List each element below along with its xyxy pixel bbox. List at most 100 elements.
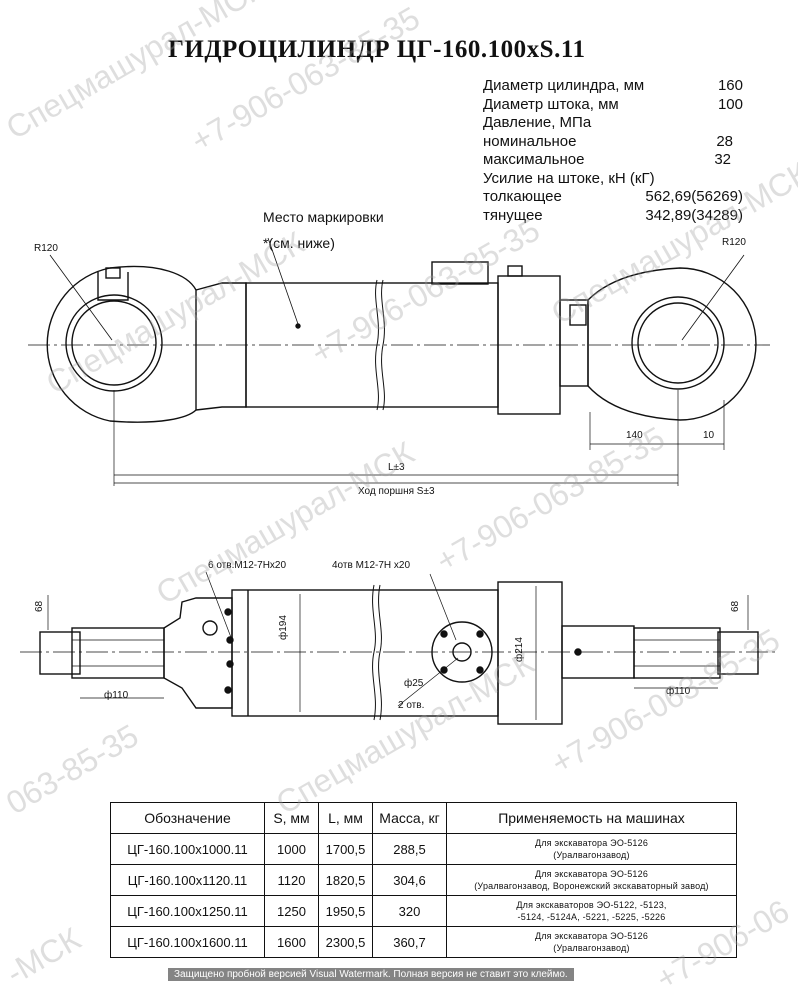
- right-eye-bore: [631, 296, 725, 390]
- thread-hole: [476, 666, 484, 674]
- left-mount: [163, 597, 233, 709]
- left-grease-nipple: [97, 272, 129, 301]
- spec-row: Давление, МПа: [483, 114, 773, 133]
- table-row: ЦГ-160.100x1120.11 1120 1820,5 304,6 Для…: [110, 864, 737, 896]
- cell-mass: 288,5: [372, 833, 447, 865]
- rod-nut: [569, 304, 587, 326]
- cell-application: Для экскаватора ЭО-5126(Уралвагонзавод, …: [446, 864, 737, 896]
- spec-value: 160: [717, 77, 743, 94]
- cell-designation: ЦГ-160.100x1120.11: [110, 864, 265, 896]
- table-row: ЦГ-160.100x1600.11 1600 2300,5 360,7 Для…: [110, 926, 737, 958]
- cell-l: 1950,5: [318, 895, 373, 927]
- dim-25: ф25: [404, 678, 424, 689]
- r-leader-left: [49, 254, 113, 341]
- spec-value: 32: [714, 151, 731, 168]
- port-hole: [452, 642, 472, 662]
- app-line: Для экскаватора ЭО-5126: [534, 838, 649, 848]
- thread-hole: [224, 686, 232, 694]
- bottom-view: [20, 571, 778, 725]
- spec-label: номинальное: [483, 132, 577, 150]
- marking-note-ref: *(см. ниже): [263, 235, 335, 251]
- app-line: Для экскаватора ЭО-5126: [534, 869, 649, 879]
- mount-hole: [202, 620, 218, 636]
- left-neck: [195, 282, 247, 411]
- cell-s: 1120: [264, 864, 319, 896]
- cylinder-tube-side: [231, 589, 499, 717]
- cell-application: Для экскаватора ЭО-5126 (Уралвагонзавод): [446, 926, 737, 958]
- spec-label: Диаметр штока, мм: [483, 95, 619, 113]
- cylinder-head-side: [497, 581, 563, 725]
- hole-leader: [397, 657, 459, 707]
- cell-designation: ЦГ-160.100x1600.11: [110, 926, 265, 958]
- top-port: [431, 261, 489, 285]
- right-eye-housing: [587, 267, 757, 421]
- dim-68-left: 68: [34, 600, 45, 612]
- marking-dot: [295, 323, 301, 329]
- left-eye-bearing: [71, 300, 157, 386]
- spec-row: Диаметр цилиндра, мм 160: [483, 77, 773, 96]
- col-header: S, мм: [264, 802, 319, 834]
- top-view: [28, 237, 770, 486]
- right-bore: [633, 627, 721, 679]
- app-line: Для экскаватора ЭО-5126: [534, 931, 649, 941]
- col-header: Обозначение: [110, 802, 265, 834]
- spec-row: Усилие на штоке, кН (кГ): [483, 170, 773, 189]
- marking-leader: [267, 237, 299, 325]
- app-line: (Уралвагонзавод): [553, 943, 630, 953]
- app-line: Для экскаваторов ЭО-5122, -5123,: [516, 900, 667, 910]
- spec-value: 562,69(56269): [645, 188, 743, 205]
- dim-214: ф214: [514, 637, 525, 662]
- holes-2-label: 2 отв.: [398, 700, 425, 711]
- app-line: -5124, -5124А, -5221, -5225, -5226: [517, 912, 666, 922]
- thread-hole: [440, 630, 448, 638]
- specs-block: Диаметр цилиндра, мм 160 Диаметр штока, м…: [483, 77, 773, 225]
- cell-s: 1600: [264, 926, 319, 958]
- spec-row: Диаметр штока, мм 100: [483, 96, 773, 115]
- left-eye-housing: [46, 265, 197, 423]
- radius-label-right: R120: [722, 237, 746, 248]
- spec-row: максимальное 32: [483, 151, 773, 170]
- right-bushing: [717, 631, 759, 675]
- cell-l: 1820,5: [318, 864, 373, 896]
- cell-l: 1700,5: [318, 833, 373, 865]
- dim-140: 140: [626, 430, 643, 441]
- table-row: ЦГ-160.100x1000.11 1000 1700,5 288,5 Для…: [110, 833, 737, 865]
- cell-designation: ЦГ-160.100x1000.11: [110, 833, 265, 865]
- holes-leader: [205, 571, 233, 641]
- col-header: Масса, кг: [372, 802, 447, 834]
- cell-mass: 360,7: [372, 926, 447, 958]
- piston-rod-top: [559, 299, 589, 387]
- variants-table: Обозначение S, мм L, мм Масса, кг Примен…: [110, 802, 737, 958]
- spec-label: Усилие на штоке, кН (кГ): [483, 169, 655, 187]
- col-header: L, мм: [318, 802, 373, 834]
- break-line: [378, 584, 382, 721]
- break-line: [372, 584, 376, 721]
- spec-label: максимальное: [483, 151, 585, 168]
- break-line: [375, 279, 379, 411]
- cell-designation: ЦГ-160.100x1250.11: [110, 895, 265, 927]
- cell-application: Для экскаваторов ЭО-5122, -5123, -5124, -…: [446, 895, 737, 927]
- cell-s: 1250: [264, 895, 319, 927]
- thread-hole: [476, 630, 484, 638]
- spec-label: Давление, МПа: [483, 114, 592, 131]
- spec-value: 100: [717, 95, 743, 113]
- dim-68-right: 68: [730, 600, 741, 612]
- dim-length: L±3: [388, 462, 405, 473]
- left-bore: [71, 627, 165, 679]
- col-header: Применяемость на машинах: [446, 802, 737, 834]
- left-bushing: [39, 631, 81, 675]
- dim-stroke: Ход поршня S±3: [358, 486, 435, 497]
- cell-l: 2300,5: [318, 926, 373, 958]
- dim-110-right: ф110: [666, 686, 691, 697]
- thread-hole: [440, 666, 448, 674]
- spec-label: толкающее: [483, 188, 562, 205]
- right-eye-bearing: [637, 302, 719, 384]
- trial-watermark-note: Защищено пробной версией Visual Watermar…: [168, 968, 574, 981]
- left-eye-bore: [65, 294, 163, 392]
- spec-label: Диаметр цилиндра, мм: [483, 77, 645, 94]
- holes-leader: [429, 573, 457, 641]
- spec-value: 342,89(34289): [645, 206, 743, 224]
- drawing-title: ГИДРОЦИЛИНДР ЦГ-160.100xS.11: [168, 36, 586, 63]
